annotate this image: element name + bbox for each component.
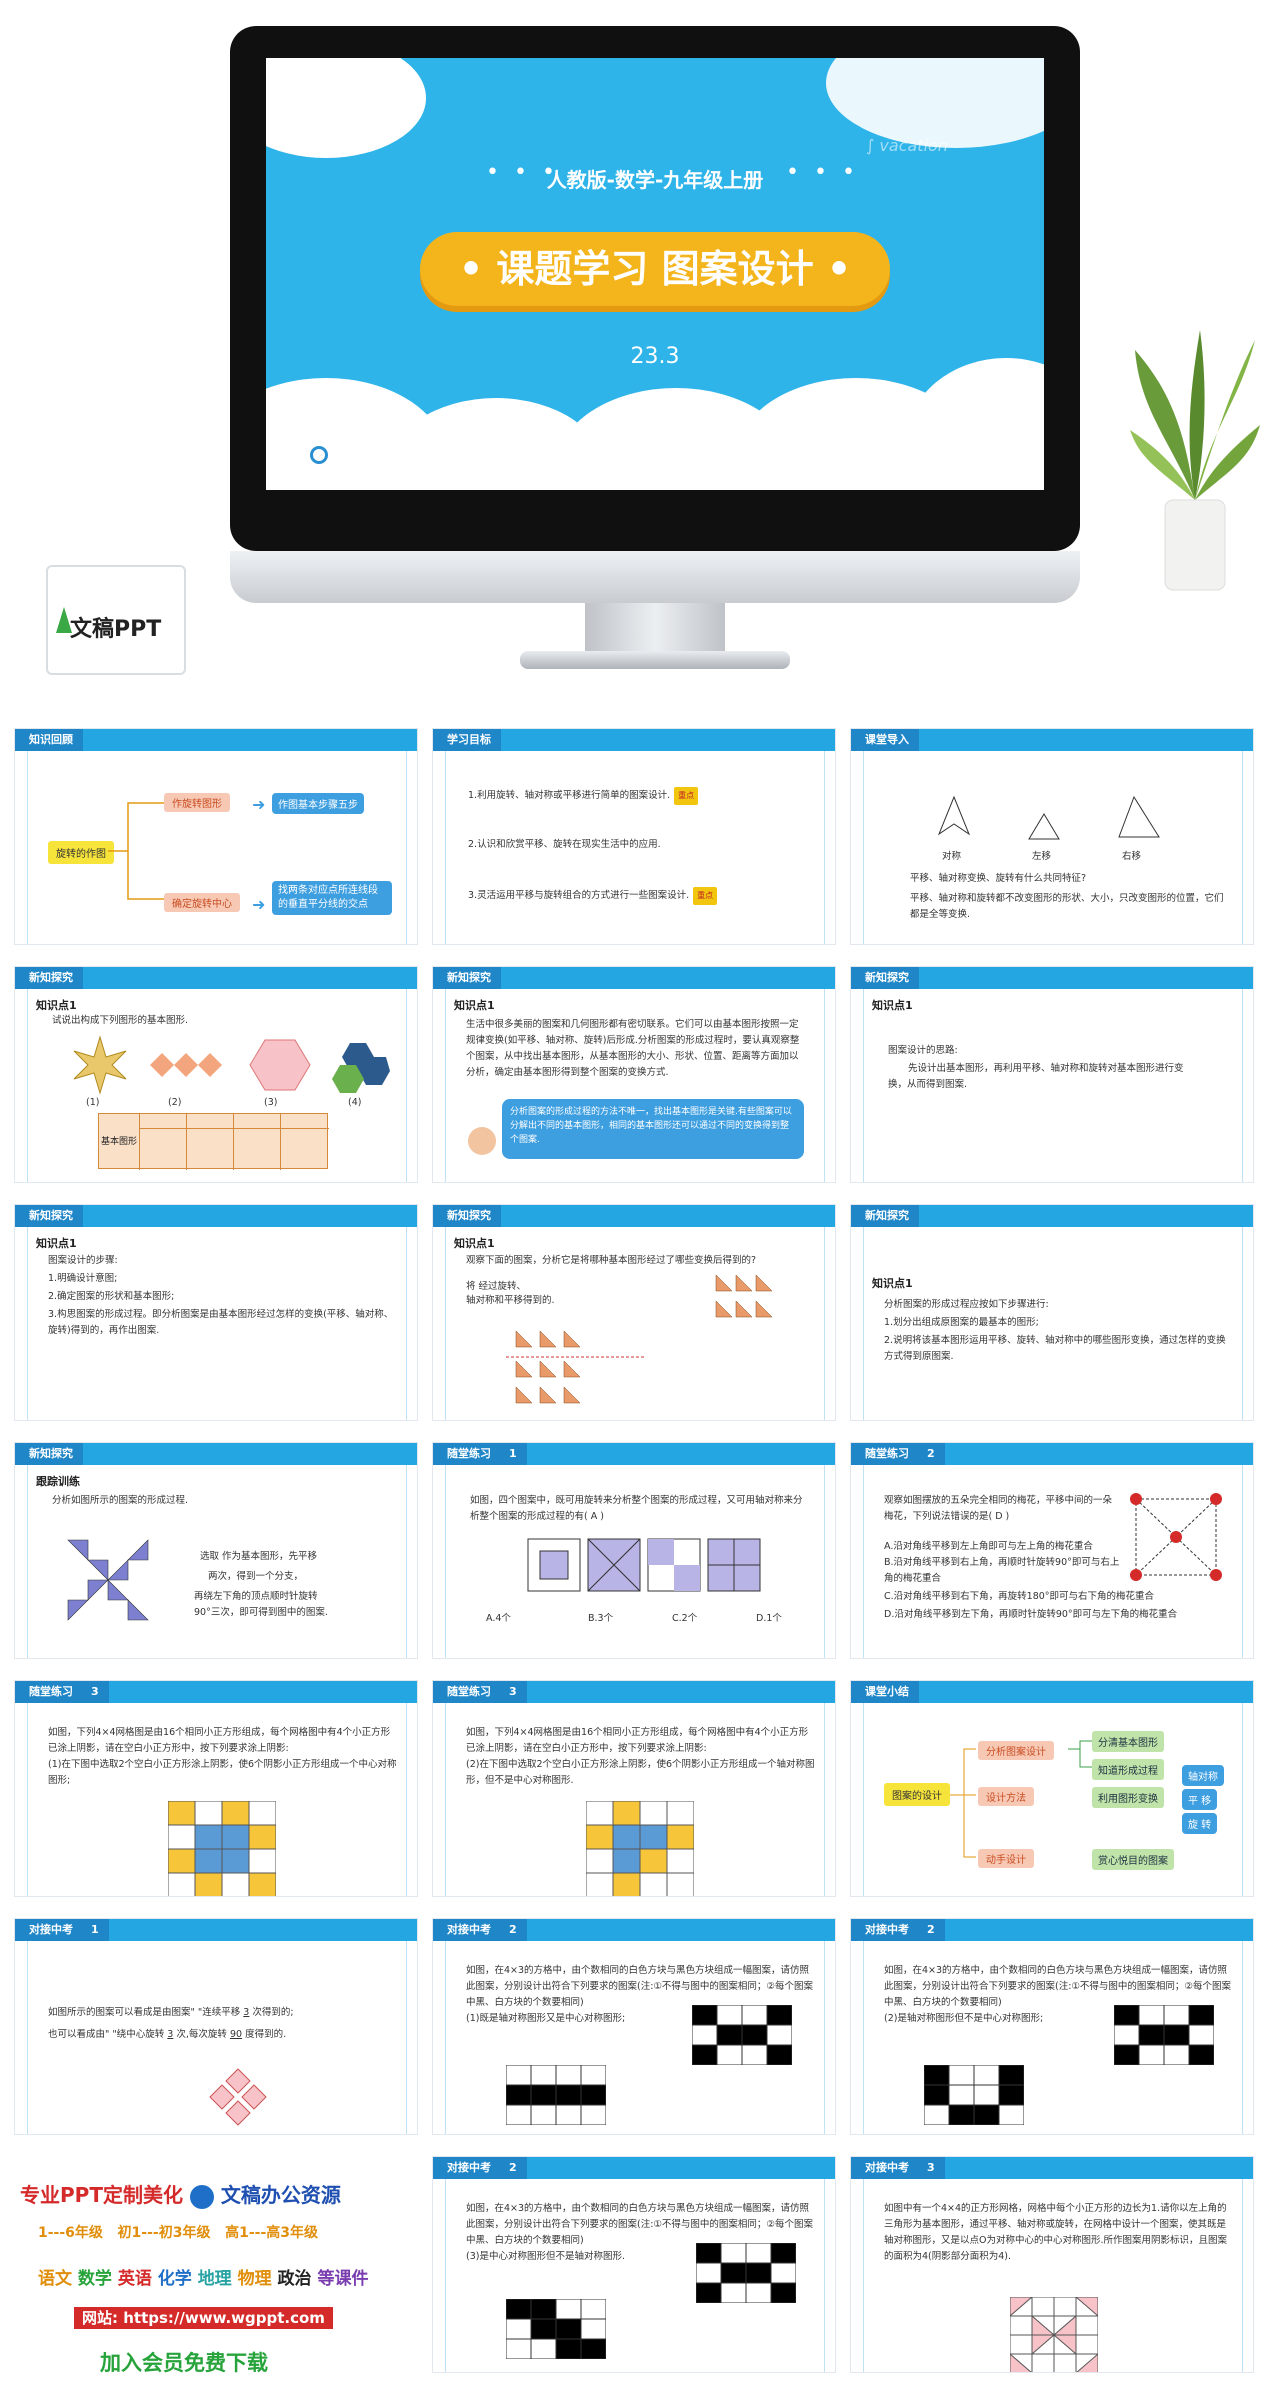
slide-intro[interactable]: 课堂导入 对称 左移 右移 平移、轴对称变换、旋转有什么共同特征? 平移、轴对称…	[850, 728, 1254, 945]
slide-kp1-observe[interactable]: 新知探究 知识点1 观察下面的图案，分析它是将哪种基本图形经过了哪些变换后得到的…	[432, 1204, 836, 1421]
slide-kp1-steps[interactable]: 新知探究 知识点1 图案设计的步骤: 1.明确设计意图; 2.确定图案的形状和基…	[14, 1204, 418, 1421]
slide-kp1-analyze[interactable]: 新知探究 知识点1 分析图案的形成过程应按如下步骤进行: 1.划分出组成原图案的…	[850, 1204, 1254, 1421]
leaf-steps: 作图基本步骤五步	[272, 793, 364, 814]
promo-website-link[interactable]: 网站: https://www.wgppt.com	[74, 2307, 333, 2329]
slide-kp1-shapes[interactable]: 新知探究 知识点1 试说出构成下列图形的基本图形. (1) (2) (3) (4…	[14, 966, 418, 1183]
plant-decoration	[1130, 320, 1260, 614]
branch-center: 确定旋转中心	[164, 893, 240, 912]
arrow-icon: ➜	[252, 795, 266, 814]
title-slide[interactable]: ∫ vacation • • • • • • 人教版-数学-九年级上册 • 课题…	[266, 58, 1044, 490]
promo-headline: 专业PPT定制美化 文稿办公资源	[20, 2183, 341, 2209]
publisher-line: 人教版-数学-九年级上册	[546, 168, 764, 192]
monitor-neck	[585, 603, 725, 653]
promo-subjects: 语文 数学 英语 化学 地理 物理 政治 等课件	[38, 2269, 369, 2289]
hero-mockup: ∫ vacation • • • • • • 人教版-数学-九年级上册 • 课题…	[0, 0, 1280, 695]
slide-review[interactable]: 知识回顾 旋转的作图 作旋转图形 确定旋转中心 ➜ ➜ 作图基本步骤五步 找两条…	[14, 728, 418, 945]
arrow-icon: ➜	[252, 895, 266, 914]
brand-calendar: 文稿PPT	[46, 565, 186, 675]
slide-summary[interactable]: 课堂小结 图案的设计 分析图案设计 设计方法 动手设计 分清基本图形 知道形成过…	[850, 1680, 1254, 1897]
mindmap-root: 旋转的作图	[48, 841, 114, 864]
promo-banner[interactable]: 专业PPT定制美化 文稿办公资源 1---6年级 初1---初3年级 高1---…	[14, 2157, 418, 2397]
target-icon	[310, 446, 328, 464]
monitor-chin	[230, 551, 1080, 603]
leaf-bisector: 找两条对应点所连线段的垂直平分线的交点	[272, 881, 392, 915]
slide-kp1-idea[interactable]: 新知探究 知识点1 图案设计的思路: 先设计出基本图形，再利用平移、轴对称和旋转…	[850, 966, 1254, 1183]
promo-grades: 1---6年级 初1---初3年级 高1---高3年级	[38, 2225, 319, 2241]
monitor-foot	[520, 651, 790, 669]
dots-right: • • •	[786, 160, 859, 185]
doodle: ∫ vacation	[866, 136, 948, 155]
summary-root: 图案的设计	[884, 1783, 950, 1806]
monitor-frame: ∫ vacation • • • • • • 人教版-数学-九年级上册 • 课题…	[230, 26, 1080, 551]
slide-tracking[interactable]: 新知探究 跟踪训练 分析如图所示的图案的形成过程. 选取 作为基本图形，先平移 …	[14, 1442, 418, 1659]
promo-join-button[interactable]: 加入会员免费下载	[100, 2351, 268, 2375]
slide-kp1-explain[interactable]: 新知探究 知识点1 生活中很多美丽的图案和几何图形都有密切联系。它们可以由基本图…	[432, 966, 836, 1183]
slide-goals[interactable]: 学习目标 1.利用旋转、轴对称或平移进行简单的图案设计.重点 2.认识和欣赏平移…	[432, 728, 836, 945]
branch-draw: 作旋转图形	[164, 793, 230, 812]
tip-bubble: 分析图案的形成过程的方法不唯一，找出基本图形是关键.有些图案可以分解出不同的基本…	[502, 1099, 804, 1159]
section-number: 23.3	[630, 344, 680, 369]
dots-left: • • •	[486, 160, 559, 185]
lesson-title: • 课题学习 图案设计 •	[420, 232, 890, 306]
student-icon	[468, 1127, 496, 1155]
